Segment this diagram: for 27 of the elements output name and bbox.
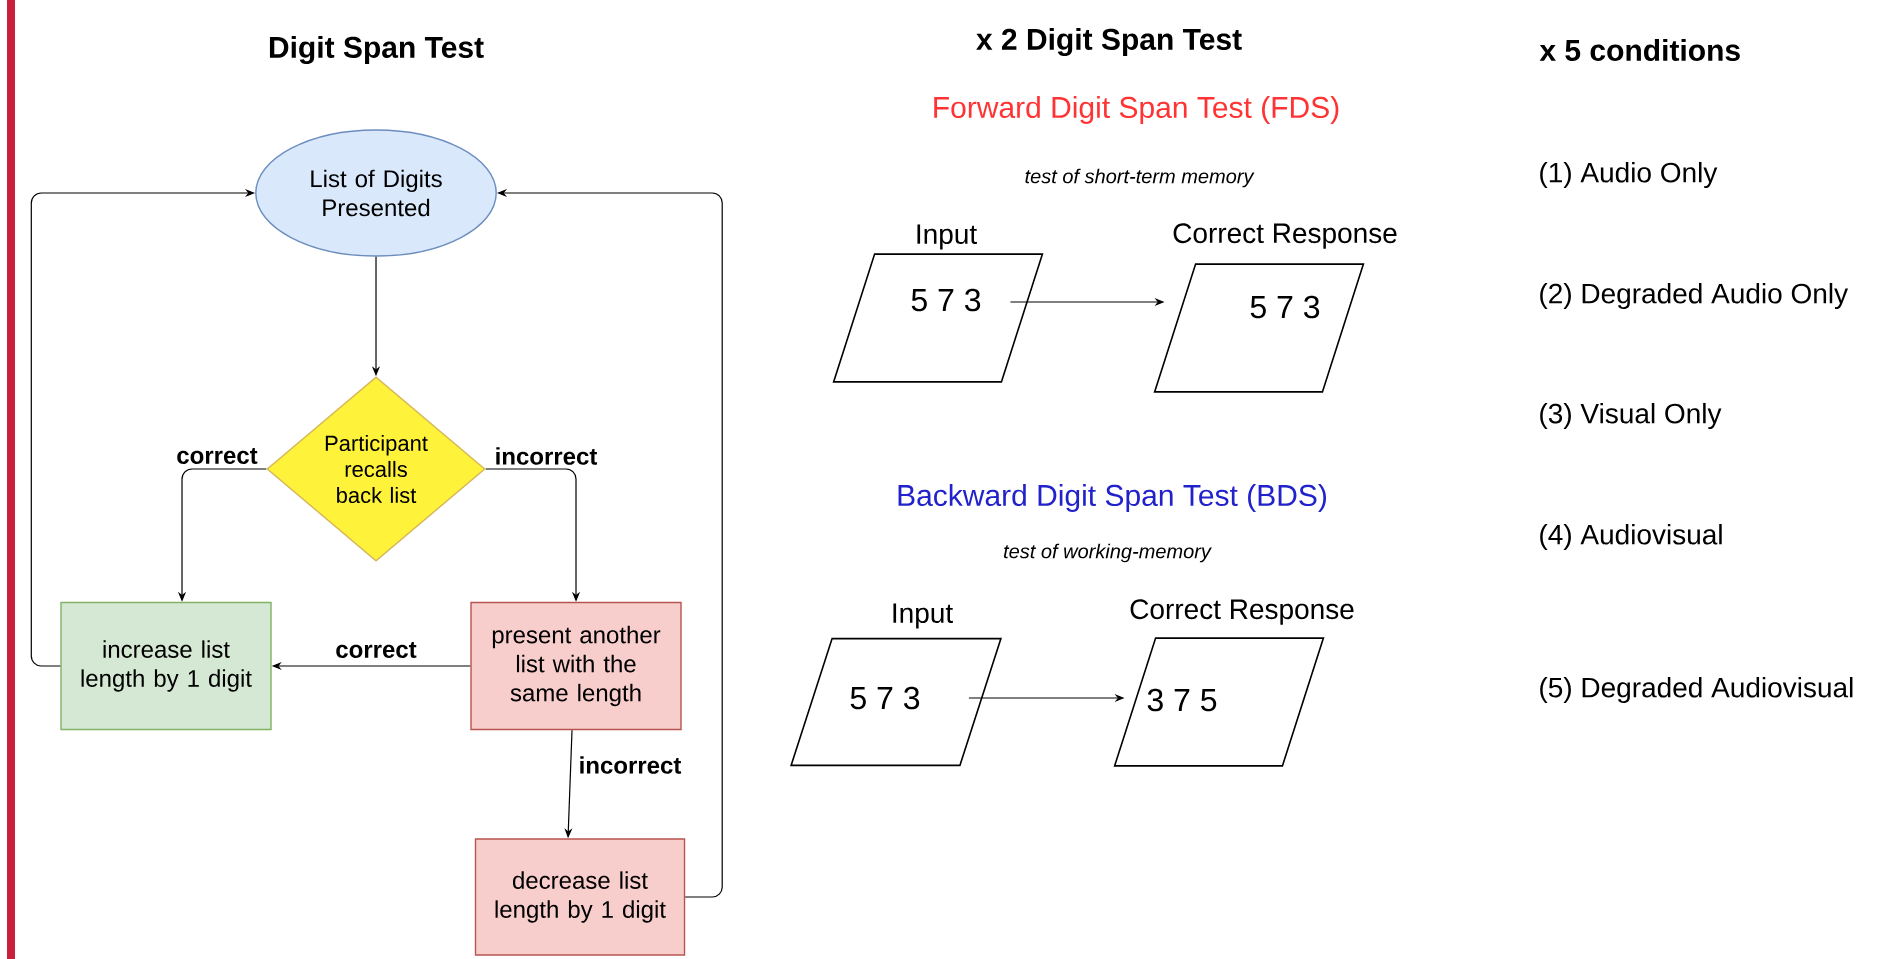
test-heading: Backward Digit Span Test (BDS): [898, 484, 1326, 512]
edge-label: incorrect: [580, 756, 682, 774]
parallelogram-box: 3 7 5: [1113, 637, 1325, 767]
edge-label: correct: [336, 642, 417, 658]
test-description: test of working-memory: [1004, 543, 1212, 563]
condition-item: (3) Visual Only: [1540, 402, 1722, 430]
box-heading: Correct Response: [1173, 223, 1397, 249]
edge-label: correct: [177, 448, 258, 464]
edge-label: incorrect: [496, 447, 598, 465]
parallelogram-box: 5 7 3: [1153, 263, 1365, 393]
condition-item: (4) Audiovisual: [1540, 523, 1722, 551]
process-box: present another list with the same length: [470, 601, 682, 731]
box-heading: Input: [893, 603, 953, 629]
condition-item: (5) Degraded Audiovisual: [1540, 676, 1853, 704]
box-heading: Input: [917, 224, 977, 250]
box-heading: Correct Response: [1130, 599, 1354, 625]
process-box: increase list length by 1 digit: [60, 601, 272, 731]
process-box: decrease list length by 1 digit: [474, 838, 686, 956]
parallelogram-box: 5 7 3: [832, 253, 1044, 383]
column-heading: Digit Span Test: [269, 35, 484, 65]
column-heading: x 2 Digit Span Test: [976, 27, 1242, 57]
condition-item: (1) Audio Only: [1540, 161, 1718, 189]
test-description: test of short-term memory: [1025, 168, 1255, 188]
condition-item: (2) Degraded Audio Only: [1540, 282, 1849, 310]
parallelogram-box: 5 7 3: [790, 637, 1002, 767]
test-heading: Forward Digit Span Test (FDS): [934, 96, 1339, 124]
column-heading: x 5 conditions: [1539, 39, 1740, 61]
